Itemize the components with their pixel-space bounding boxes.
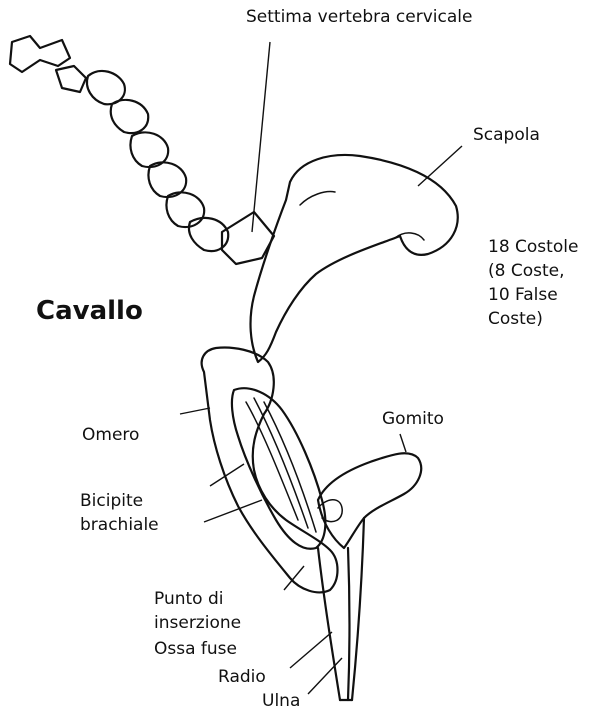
radius-back bbox=[348, 548, 350, 700]
label-radius: Radio bbox=[218, 666, 266, 688]
diagram-title: Cavallo bbox=[36, 296, 143, 326]
elbow bbox=[318, 453, 421, 548]
biceps-brachialis bbox=[232, 388, 325, 549]
label-ribs-line4: Coste) bbox=[488, 308, 543, 330]
humerus bbox=[202, 348, 338, 593]
label-insertion-line2: inserzione bbox=[154, 612, 241, 634]
label-ulna: Ulna bbox=[262, 690, 300, 712]
label-ribs-line1: 18 Costole bbox=[488, 236, 578, 258]
label-scapula: Scapola bbox=[473, 124, 540, 146]
scapula bbox=[251, 155, 458, 362]
label-ribs-line2: (8 Coste, bbox=[488, 260, 565, 282]
cervical-vertebrae bbox=[10, 36, 228, 251]
label-biceps-line1: Bicipite bbox=[80, 490, 143, 512]
label-fused-bones: Ossa fuse bbox=[154, 638, 237, 660]
label-seventh-cervical-vertebra: Settima vertebra cervicale bbox=[246, 6, 472, 28]
label-ribs-line3: 10 False bbox=[488, 284, 558, 306]
ulna bbox=[352, 518, 364, 700]
label-elbow: Gomito bbox=[382, 408, 444, 430]
label-insertion-line1: Punto di bbox=[154, 588, 224, 610]
label-biceps-line2: brachiale bbox=[80, 514, 159, 536]
label-humerus: Omero bbox=[82, 424, 139, 446]
